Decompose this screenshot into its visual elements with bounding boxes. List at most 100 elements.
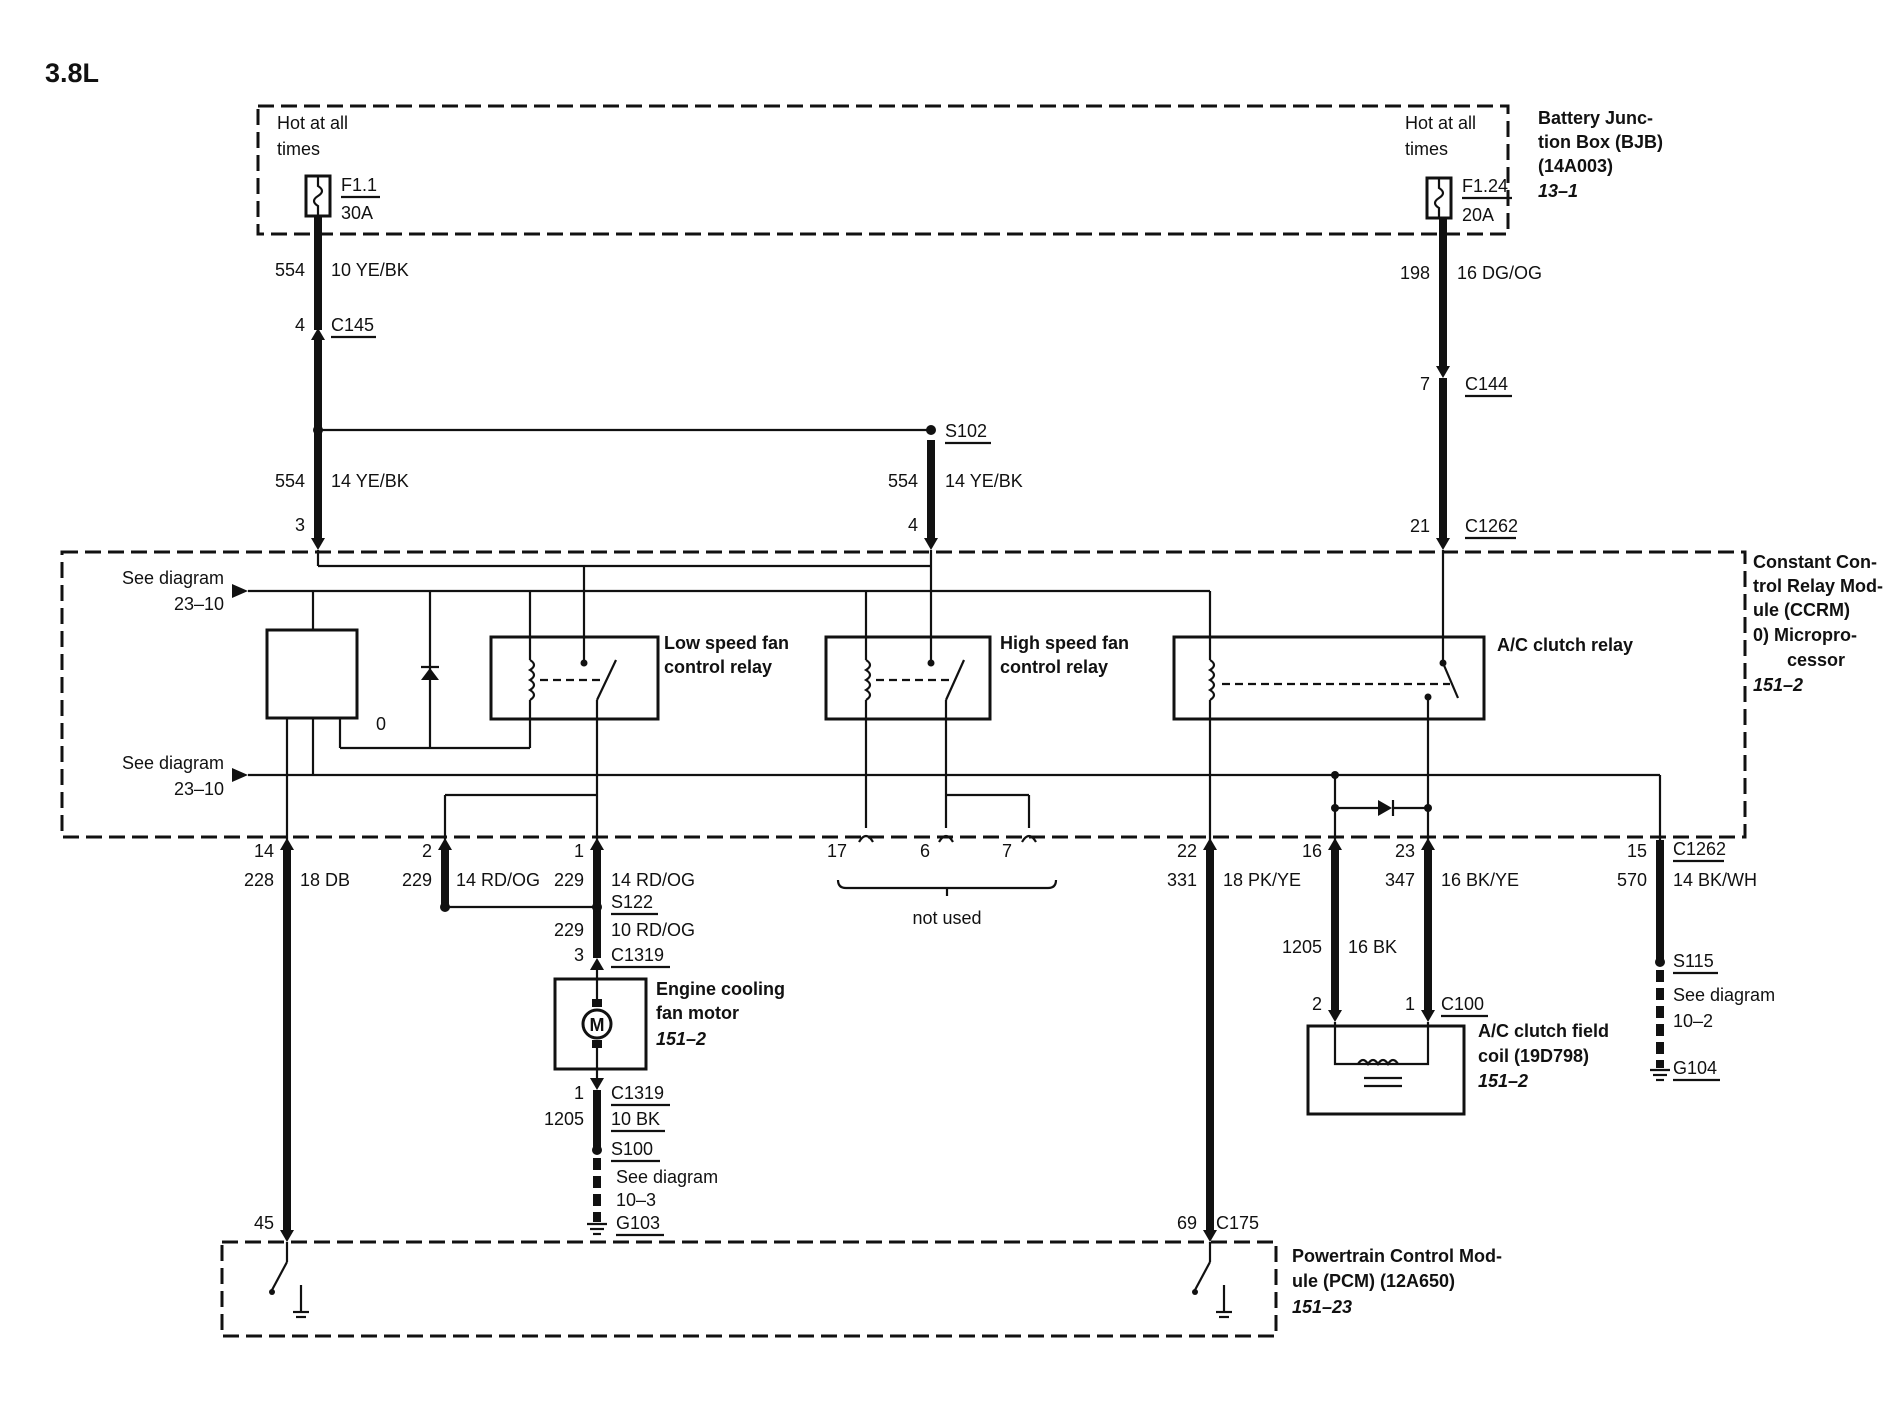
high-relay-label-line2: control relay [1000,657,1108,677]
ccrm-pin-2 [438,838,452,850]
not-used-label: not used [912,908,981,928]
ccrm-pin-6 [938,834,954,843]
see-diagram-g104-ref: 10–2 [1673,1011,1713,1031]
connector-c100-label: C100 [1441,994,1484,1014]
connector-ccrm-pin-21 [1436,538,1450,550]
fuse-f1-1-id: F1.1 [341,175,377,195]
ccrm-name-line5: cessor [1787,650,1845,670]
ccrm-pin-21-number: 21 [1410,516,1430,536]
pin-22-number: 22 [1177,841,1197,861]
not-used-bracket [836,879,1058,890]
wire-229a-circuit: 229 [402,870,432,890]
pin-23-number: 23 [1395,841,1415,861]
splice-s100-dot [592,1145,602,1155]
pin-16-number: 16 [1302,841,1322,861]
wire-229b-circuit: 229 [554,870,584,890]
fuse-f1-1-icon [304,174,332,218]
pin-7-number: 7 [1002,841,1012,861]
connector-c144-label: C144 [1465,374,1508,394]
c100-pin-2-number: 2 [1312,994,1322,1014]
connector-ccrm-pin-3 [311,538,325,550]
c1319-bottom-pin-number: 1 [574,1083,584,1103]
arrow-bottom-icon [232,768,248,782]
pcm-pin-69-number: 69 [1177,1213,1197,1233]
low-relay-coil-icon [527,659,536,701]
ccrm-pin-14 [280,838,294,850]
splice-s115-dot [1655,957,1665,967]
high-relay-switch-icon [944,659,966,701]
pin-6-number: 6 [920,841,930,861]
bjb-right-hot-line2: times [1405,139,1448,159]
wire-331-gauge: 18 PK/YE [1223,870,1301,890]
pin-14-number: 14 [254,841,274,861]
microprocessor-block [265,628,359,720]
ac-clutch-coil-box [1306,1024,1466,1116]
pcm-switch-right-icon [1192,1242,1232,1319]
pin-1-number: 1 [574,841,584,861]
connector-ccrm-pin-4 [924,538,938,550]
high-relay-label-line1: High speed fan [1000,633,1129,653]
ccrm-pin-22 [1203,838,1217,850]
pcm-pin-45-number: 45 [254,1213,274,1233]
diode-icon [421,591,439,748]
high-relay-coil-icon [863,659,872,701]
ground-g104-icon [1650,1068,1670,1082]
c1319-top-pin-number: 3 [574,945,584,965]
splice-s102-dot [926,425,936,435]
wire-554-top-gauge: 10 YE/BK [331,260,409,280]
ccrm-pin-1 [590,838,604,850]
ground-g103-icon [587,1222,607,1236]
wire-229c-gauge: 10 RD/OG [611,920,695,940]
ccrm-see-diagram-top-ref: 23–10 [174,594,224,614]
pcm-pin-69 [1203,1230,1217,1242]
see-diagram-g103-ref: 10–3 [616,1190,656,1210]
ccrm-pin-17 [858,834,874,843]
wire-1205b-circuit: 1205 [1282,937,1322,957]
clutch-coil-icon [1333,1022,1430,1088]
ccrm-pin-7 [1021,834,1037,843]
connector-c144-pin [1436,366,1450,378]
splice-s122-label: S122 [611,892,653,912]
wire-554-left-gauge: 14 YE/BK [331,471,409,491]
ccrm-pin-16 [1328,838,1342,850]
see-diagram-g104: See diagram [1673,985,1775,1005]
c1319-bottom-label: C1319 [611,1083,664,1103]
ccrm-name-line1: Constant Con- [1753,552,1877,572]
wire-331-circuit: 331 [1167,870,1197,890]
ccrm-see-diagram-bottom-ref: 23–10 [174,779,224,799]
wire-198-circuit: 198 [1400,263,1430,283]
pcm-boundary [220,1240,1278,1338]
fan-motor-label-line2: fan motor [656,1003,739,1023]
ground-g103-label: G103 [616,1213,660,1233]
ac-relay-coil-icon [1207,659,1216,701]
wire-570-gauge: 14 BK/WH [1673,870,1757,890]
ccrm-ref: 151–2 [1753,675,1803,695]
see-diagram-g103: See diagram [616,1167,718,1187]
bjb-boundary [256,104,1510,236]
fuse-f1-24-icon [1425,176,1453,220]
ccrm-pin-4-number: 4 [908,515,918,535]
ground-g104-label: G104 [1673,1058,1717,1078]
wire-229a-gauge: 14 RD/OG [456,870,540,890]
c100-pin-1-number: 1 [1405,994,1415,1014]
ccrm-pin-3-number: 3 [295,515,305,535]
connector-c175-label: C175 [1216,1213,1259,1233]
engine-title: 3.8L [45,58,99,88]
connector-c1262-bottom-label: C1262 [1673,839,1726,859]
pcm-ref: 151–23 [1292,1297,1352,1317]
ac-relay-label: A/C clutch relay [1497,635,1633,655]
ac-clutch-relay-box [1172,635,1486,721]
wire-347-circuit: 347 [1385,870,1415,890]
bjb-name-line1: Battery Junc- [1538,108,1653,128]
bjb-ref: 13–1 [1538,181,1578,201]
wire-1205-gauge: 10 BK [611,1109,660,1129]
fan-motor-label-line1: Engine cooling [656,979,785,999]
ac-clutch-label-line2: coil (19D798) [1478,1046,1589,1066]
low-relay-label-line1: Low speed fan [664,633,789,653]
bjb-right-hot-line1: Hot at all [1405,113,1476,133]
wire-198-gauge: 16 DG/OG [1457,263,1542,283]
ac-diode-icon [1378,800,1395,816]
wire-228-gauge: 18 DB [300,870,350,890]
pin-2-number: 2 [422,841,432,861]
